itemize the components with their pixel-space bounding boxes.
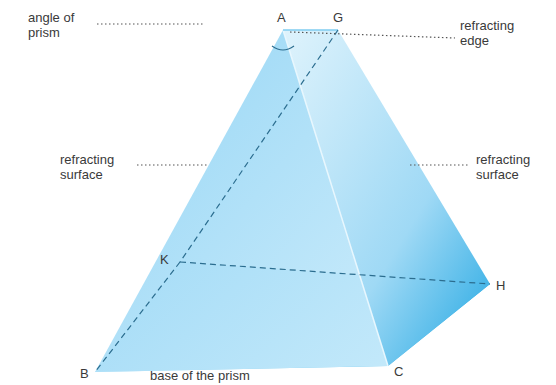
vertex-letter: K — [160, 252, 169, 267]
vertex-letter: B — [80, 366, 89, 381]
refracting-face-front — [95, 30, 388, 372]
hidden-edges — [95, 30, 490, 372]
vertex-letter: A — [277, 10, 286, 25]
vertex-letter: H — [496, 278, 505, 293]
refracting-edge-line — [283, 29, 338, 31]
vertex-letter: C — [394, 364, 403, 379]
part-label: refracting surface — [476, 152, 548, 182]
leader-lines — [97, 24, 470, 165]
angle-arc — [272, 46, 294, 50]
part-label: refracting surface — [60, 152, 132, 182]
part-label: refracting edge — [460, 18, 532, 48]
part-label: base of the prism — [150, 368, 250, 383]
part-label: angle of prism — [28, 10, 94, 40]
vertex-letter: G — [333, 10, 343, 25]
prism-edge — [283, 30, 388, 366]
